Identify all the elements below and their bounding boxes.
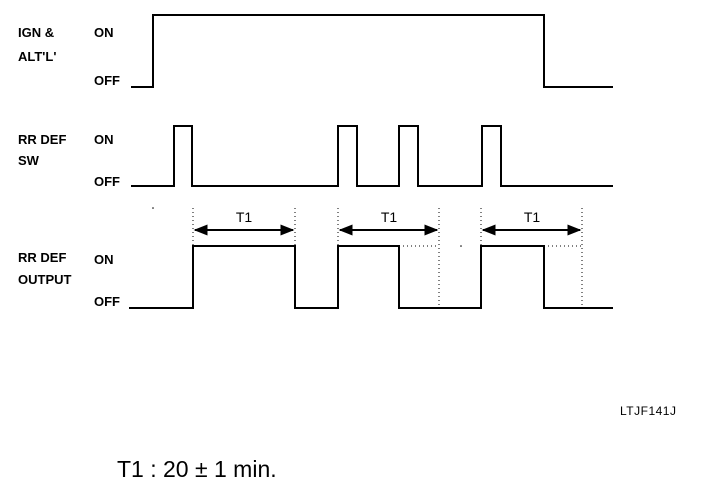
ign-on-label: ON: [94, 25, 114, 40]
timer-note: T1 : 20 ± 1 min.: [117, 456, 277, 482]
sw-off-label: OFF: [94, 174, 120, 189]
figure-code: LTJF141J: [620, 404, 677, 418]
out-on-label: ON: [94, 252, 114, 267]
timer-label-3: T1: [524, 209, 541, 225]
ign-off-label: OFF: [94, 73, 120, 88]
sw-on-label: ON: [94, 132, 114, 147]
rr-def-output-label-line1: RR DEF: [18, 250, 67, 265]
timer-label-1: T1: [236, 209, 253, 225]
rr-def-sw-waveform: [131, 125, 613, 187]
timer-label-2: T1: [381, 209, 398, 225]
rr-def-output-waveform: [129, 245, 613, 309]
timer-guide-lines: [192, 208, 583, 308]
ign-alt-waveform: [131, 14, 613, 88]
out-off-label: OFF: [94, 294, 120, 309]
ign-alt-label-line1: IGN &: [18, 25, 55, 40]
rr-def-sw-label-line1: RR DEF: [18, 132, 67, 147]
rr-def-sw-label-line2: SW: [18, 153, 39, 168]
rr-def-output-label-line2: OUTPUT: [18, 272, 72, 287]
ign-alt-label-line2: ALT'L': [18, 49, 57, 64]
